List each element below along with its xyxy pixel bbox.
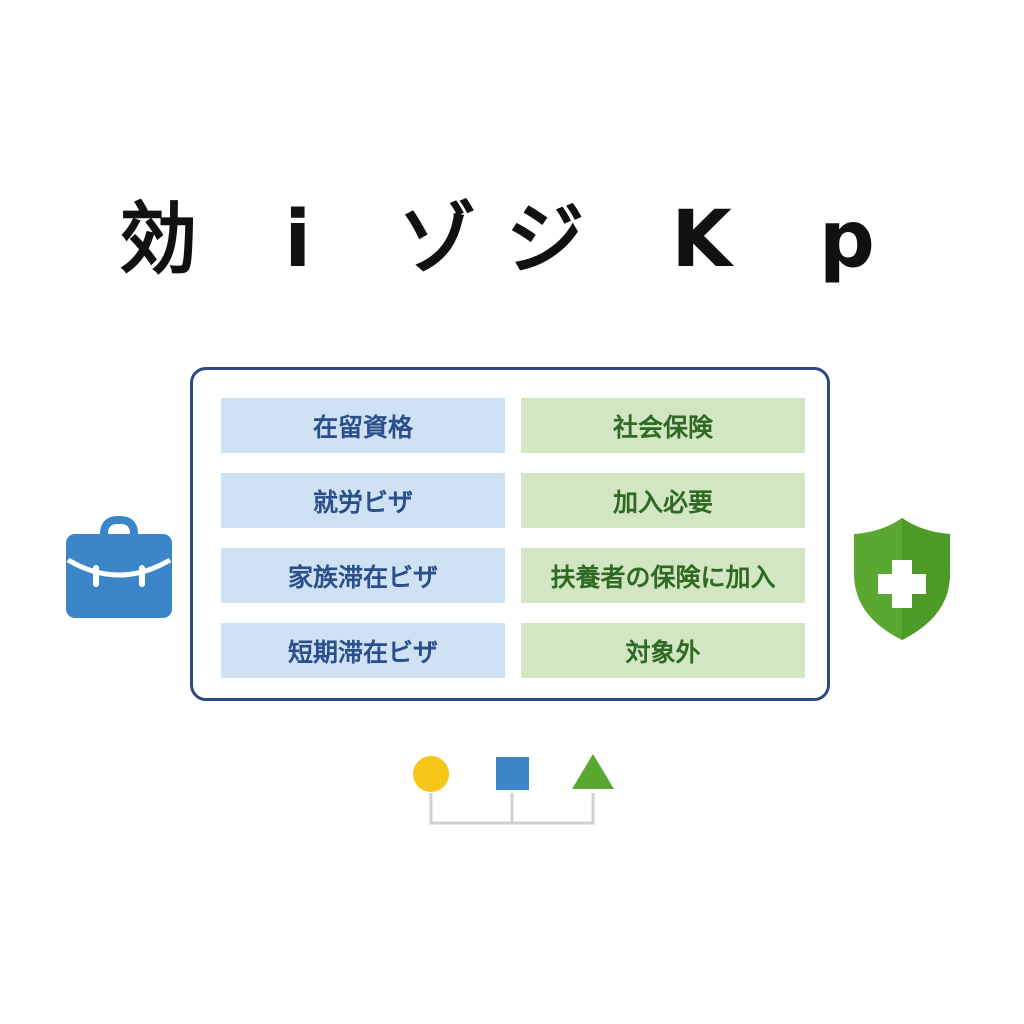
triangle-icon bbox=[572, 754, 614, 789]
insurance-cell: 加入必要 bbox=[521, 473, 805, 528]
status-cell: 短期滞在ビザ bbox=[221, 623, 505, 678]
page-title: 効 i ゾジ K p bbox=[119, 195, 905, 285]
briefcase-icon bbox=[64, 516, 174, 624]
shield-plus-icon bbox=[852, 516, 952, 646]
status-cell: 家族滞在ビザ bbox=[221, 548, 505, 603]
insurance-cell: 社会保険 bbox=[521, 398, 805, 453]
insurance-cell: 扶養者の保険に加入 bbox=[521, 548, 805, 603]
insurance-cell: 対象外 bbox=[521, 623, 805, 678]
status-cell: 就労ビザ bbox=[221, 473, 505, 528]
square-icon bbox=[496, 757, 529, 790]
circle-icon bbox=[413, 756, 449, 792]
comparison-table: 在留資格 社会保険 就労ビザ 加入必要 家族滞在ビザ 扶養者の保険に加入 短期滞… bbox=[190, 367, 830, 701]
status-cell: 在留資格 bbox=[221, 398, 505, 453]
shape-legend bbox=[400, 745, 620, 839]
